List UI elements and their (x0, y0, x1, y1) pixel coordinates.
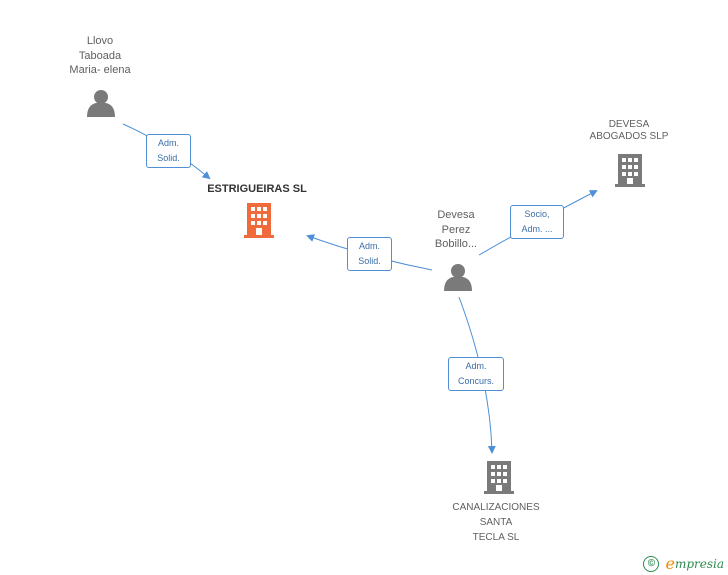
edge-badge-line: Concurs. (457, 376, 494, 386)
edge-badge[interactable]: Adm. Solid. (347, 237, 392, 271)
person-icon[interactable] (87, 90, 115, 117)
building-icon[interactable] (484, 461, 514, 494)
edge-badge-line: Solid. (157, 153, 180, 163)
edge-badge-line: Adm. ... (521, 224, 553, 234)
edge-badge[interactable]: Socio, Adm. ... (510, 205, 564, 239)
node-label-devesa-perez[interactable]: Devesa Perez Bobillo... (416, 208, 496, 252)
node-label-line: CANALIZACIONES (452, 502, 540, 513)
node-label-line: Maria- elena (69, 64, 131, 76)
node-label-llovo[interactable]: Llovo Taboada Maria- elena (50, 34, 150, 78)
brand-name: mpresia (674, 556, 724, 571)
node-label-line: Llovo (86, 35, 114, 47)
edge-badge-line: Adm. (465, 361, 487, 371)
building-icon[interactable] (615, 154, 645, 187)
node-label-line: Taboada (78, 49, 122, 62)
edge-badge[interactable]: Adm. Concurs. (448, 357, 504, 391)
node-label-line: Perez (441, 223, 471, 236)
node-label-line: SANTA (479, 517, 513, 528)
node-label-line: ABOGADOS SLP (589, 131, 669, 142)
node-label-line: Devesa (437, 209, 475, 221)
edge-badge-line: Solid. (358, 256, 381, 266)
edge-badge-line: Adm. (358, 241, 380, 251)
edge-badge[interactable]: Adm. Solid. (146, 134, 191, 168)
brand-initial: e (665, 554, 675, 573)
node-label-line: TECLA SL (472, 532, 520, 543)
node-label-line: Bobillo... (434, 238, 478, 250)
node-label-line: ESTRIGUEIRAS SL (207, 183, 307, 195)
copyright-icon: © (643, 555, 660, 572)
edge-badge-line: Socio, (524, 209, 550, 219)
person-icon[interactable] (444, 264, 472, 291)
building-icon[interactable] (244, 203, 274, 238)
node-label-devesa-abogados[interactable]: DEVESA ABOGADOS SLP (574, 119, 684, 143)
edge-badge-line: Adm. (157, 138, 179, 148)
node-label-estrigueiras[interactable]: ESTRIGUEIRAS SL (196, 182, 318, 197)
node-label-canalizaciones[interactable]: CANALIZACIONES SANTA TECLA SL (436, 500, 556, 545)
node-label-line: DEVESA (608, 119, 650, 130)
